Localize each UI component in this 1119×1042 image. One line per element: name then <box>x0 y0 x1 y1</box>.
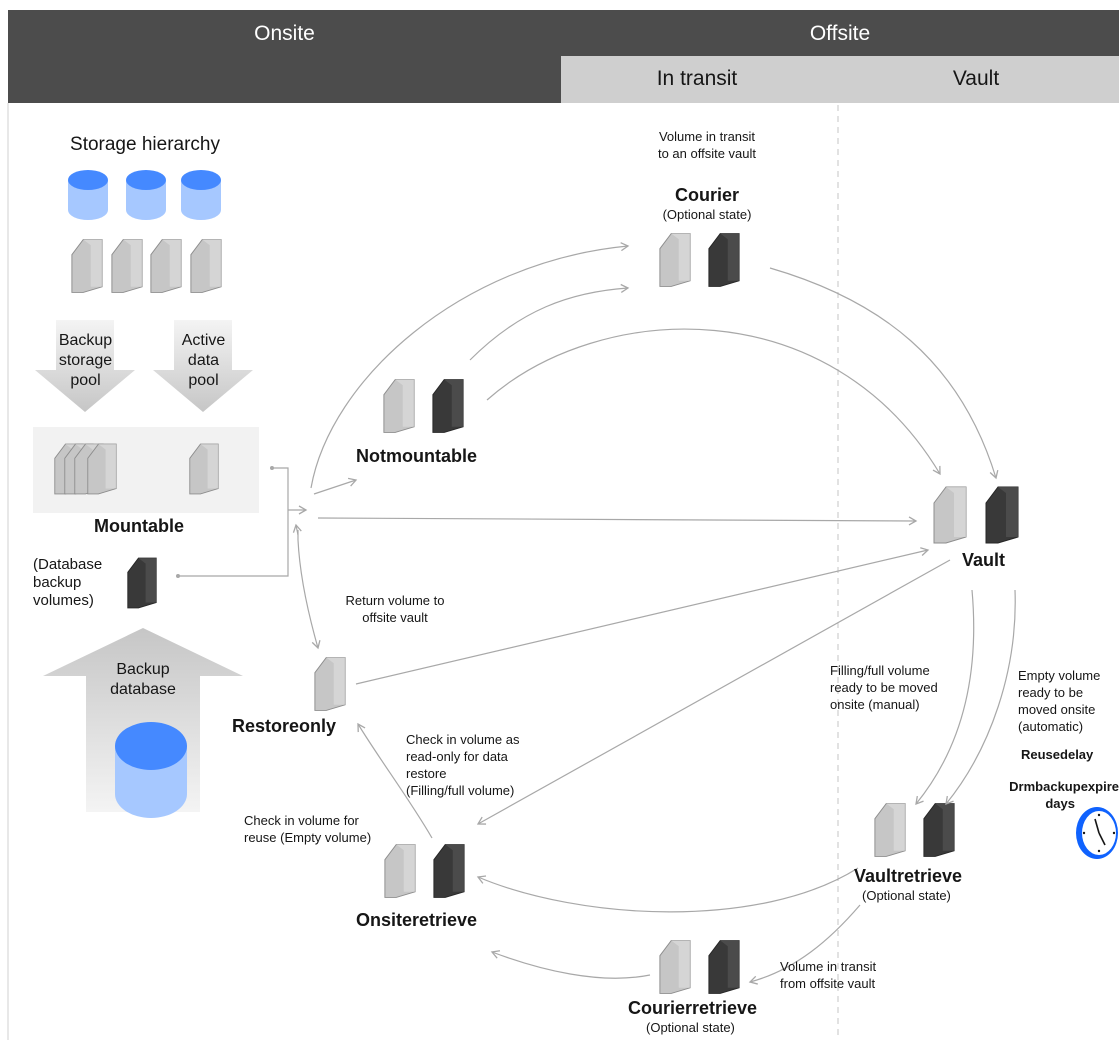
onsiteretrieve-volumes <box>384 844 465 898</box>
state-courier: Courier <box>674 185 739 205</box>
active-pool-arrow <box>153 320 253 412</box>
backup-pool-arrow <box>35 320 135 412</box>
courier-volumes <box>659 233 740 287</box>
courier-optional: (Optional state) <box>662 207 752 222</box>
reusedelay-label: Reusedelay <box>1021 747 1094 762</box>
mountable-db-bracket <box>178 467 289 577</box>
state-mountable: Mountable <box>94 516 184 536</box>
state-vaultretrieve: Vaultretrieve <box>854 866 963 886</box>
flow-arrows <box>176 242 1016 985</box>
storage-hierarchy-volumes <box>71 239 222 293</box>
vault-volumes <box>933 486 1019 544</box>
onsiteretrieve-to-restoreonly-arrow <box>357 722 433 839</box>
mountable-to-notmountable-arrow <box>313 477 358 495</box>
clock-icon <box>1076 807 1118 859</box>
vaultretrieve-volumes <box>874 803 955 857</box>
backup-database-cylinder <box>115 722 187 818</box>
state-onsiteretrieve: Onsiteretrieve <box>356 910 478 930</box>
restoreonly-to-mountable-arrow <box>292 523 302 536</box>
vaultretrieve-to-onsiteretrieve-arrow <box>476 867 859 913</box>
restoreonly-to-vault-arrow <box>355 547 930 685</box>
vault-to-vaultretrieve-auto-arrow <box>945 589 1016 806</box>
mountable-to-restoreonly-arrow <box>297 530 321 650</box>
backup-database-arrow <box>43 628 243 812</box>
database-backup-volume <box>127 557 157 609</box>
storage-hierarchy-label: Storage hierarchy <box>70 134 220 155</box>
courier-to-vault-arrow <box>769 267 999 480</box>
courierretrieve-to-onsiteretrieve-arrow <box>490 950 651 979</box>
courierretrieve-volumes <box>659 940 740 994</box>
header-in-transit: In transit <box>656 67 738 90</box>
state-courierretrieve: Courierretrieve <box>628 998 758 1018</box>
notmountable-volumes <box>383 379 464 433</box>
restoreonly-volume <box>314 657 346 711</box>
offsite-subheader-bar <box>561 56 1119 103</box>
vaultretrieve-optional: (Optional state) <box>862 888 951 903</box>
header-offsite: Offsite <box>809 22 871 45</box>
mountable-to-courier-arrow <box>310 242 630 489</box>
vaultretrieve-to-courierretrieve-arrow <box>748 904 861 985</box>
state-notmountable: Notmountable <box>356 446 477 466</box>
vault-to-onsiteretrieve-arrow <box>476 559 951 825</box>
state-restoreonly: Restoreonly <box>232 716 337 736</box>
mountable-to-vault-arrow <box>317 516 918 526</box>
header-onsite: Onsite <box>254 22 315 45</box>
header-vault: Vault <box>952 67 1000 90</box>
storage-hierarchy-cylinders <box>68 170 221 220</box>
courierretrieve-optional: (Optional state) <box>646 1020 735 1035</box>
notmountable-to-courier-arrow <box>469 283 630 361</box>
state-vault: Vault <box>962 550 1006 570</box>
notmountable-to-vault-arrow <box>486 328 941 476</box>
vault-to-vaultretrieve-manual-arrow <box>915 589 975 806</box>
